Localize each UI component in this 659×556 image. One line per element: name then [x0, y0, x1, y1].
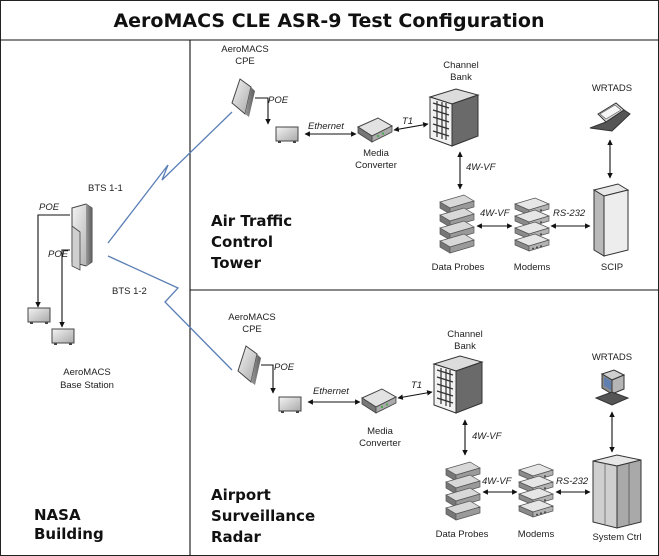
tower-name-1: Air Traffic: [211, 212, 292, 230]
tower-poe-injector: [275, 126, 299, 143]
radar-cpe-icon: [237, 345, 261, 385]
radar-wrtads-workstation-icon: [594, 369, 630, 406]
tower-modems-label: Modems: [514, 262, 551, 273]
radar-rs232-label: RS-232: [556, 476, 589, 487]
radar-media-converter-icon: [360, 388, 398, 414]
tower-media-converter-icon: [356, 117, 394, 143]
radar-cpe-label-2: CPE: [242, 324, 262, 335]
radar-data-probes-icon: [445, 461, 481, 521]
tower-poe-label: POE: [268, 95, 289, 106]
tower-vf-vertical-label: 4W-VF: [466, 162, 497, 173]
base-station-label-1: AeroMACS: [63, 367, 111, 378]
radar-vf-horizontal-label: 4W-VF: [482, 476, 513, 487]
bts-1-1-label: BTS 1-1: [88, 183, 123, 194]
tower-data-probes-label: Data Probes: [432, 262, 485, 273]
wireless-link-radar: [107, 255, 233, 371]
base-station-label-2: Base Station: [60, 380, 114, 391]
tower-wrtads-laptop-icon: [589, 102, 631, 132]
radar-name-3: Radar: [211, 528, 262, 546]
tower-channel-bank-label-2: Bank: [450, 72, 472, 83]
radar-system-ctrl-label: System Ctrl: [592, 532, 641, 543]
tower-scip-label: SCIP: [601, 262, 623, 273]
radar-media-converter-label-2: Converter: [359, 438, 401, 449]
radar-name-2: Surveillance: [211, 507, 315, 525]
radar-wrtads-label: WRTADS: [592, 352, 632, 363]
wireless-link-tower: [107, 111, 233, 244]
poe-link-1: [37, 214, 70, 306]
tower-scip-icon: [592, 183, 630, 257]
tower-t1-label: T1: [402, 116, 413, 127]
radar-poe-link: [261, 364, 276, 394]
tower-name-2: Control: [211, 233, 273, 251]
radar-media-converter-label-1: Media: [367, 426, 394, 437]
radar-t1-link: [397, 390, 433, 400]
radar-modems-label: Modems: [518, 529, 555, 540]
radar-name-1: Airport: [211, 486, 271, 504]
tower-poe-link: [255, 97, 271, 125]
tower-cpe-label-2: CPE: [235, 56, 255, 67]
radar-channel-bank-label-2: Bank: [454, 341, 476, 352]
tower-channel-bank-icon: [428, 88, 480, 147]
radar-channel-bank-label-1: Channel: [447, 329, 482, 340]
bts-1-2-label: BTS 1-2: [112, 286, 147, 297]
radar-ethernet-label: Ethernet: [313, 386, 349, 397]
tower-name-3: Tower: [211, 254, 262, 272]
tower-rs232-label: RS-232: [553, 208, 586, 219]
diagram-title: AeroMACS CLE ASR-9 Test Configuration: [113, 10, 544, 32]
tower-media-converter-label-2: Converter: [355, 160, 397, 171]
radar-cpe-label-1: AeroMACS: [228, 312, 276, 323]
tower-t1-link: [393, 122, 429, 132]
poe-label-1: POE: [39, 202, 60, 213]
poe-link-2: [61, 249, 70, 325]
tower-vf-horizontal-label: 4W-VF: [480, 208, 511, 219]
radar-data-probes-label: Data Probes: [436, 529, 489, 540]
radar-t1-label: T1: [411, 380, 422, 391]
building-name-1: NASA: [34, 506, 81, 524]
radar-channel-bank-icon: [432, 355, 484, 414]
poe-label-2: POE: [48, 249, 69, 260]
radar-vf-vertical-label: 4W-VF: [472, 431, 503, 442]
tower-channel-bank-label-1: Channel: [443, 60, 478, 71]
radar-system-ctrl-icon: [592, 454, 642, 529]
tower-ethernet-label: Ethernet: [308, 121, 344, 132]
tower-cpe-label-1: AeroMACS: [221, 44, 269, 55]
tower-media-converter-label-1: Media: [363, 148, 390, 159]
poe-injector-1: [27, 307, 51, 324]
tower-cpe-icon: [231, 78, 255, 117]
radar-poe-label: POE: [274, 362, 295, 373]
tower-data-probes-icon: [439, 194, 475, 254]
radar-poe-injector: [278, 396, 302, 413]
poe-injector-2: [51, 328, 75, 345]
building-name-2: Building: [34, 525, 104, 543]
bts-1-1-antenna: [71, 203, 93, 271]
tower-wrtads-label: WRTADS: [592, 83, 632, 94]
